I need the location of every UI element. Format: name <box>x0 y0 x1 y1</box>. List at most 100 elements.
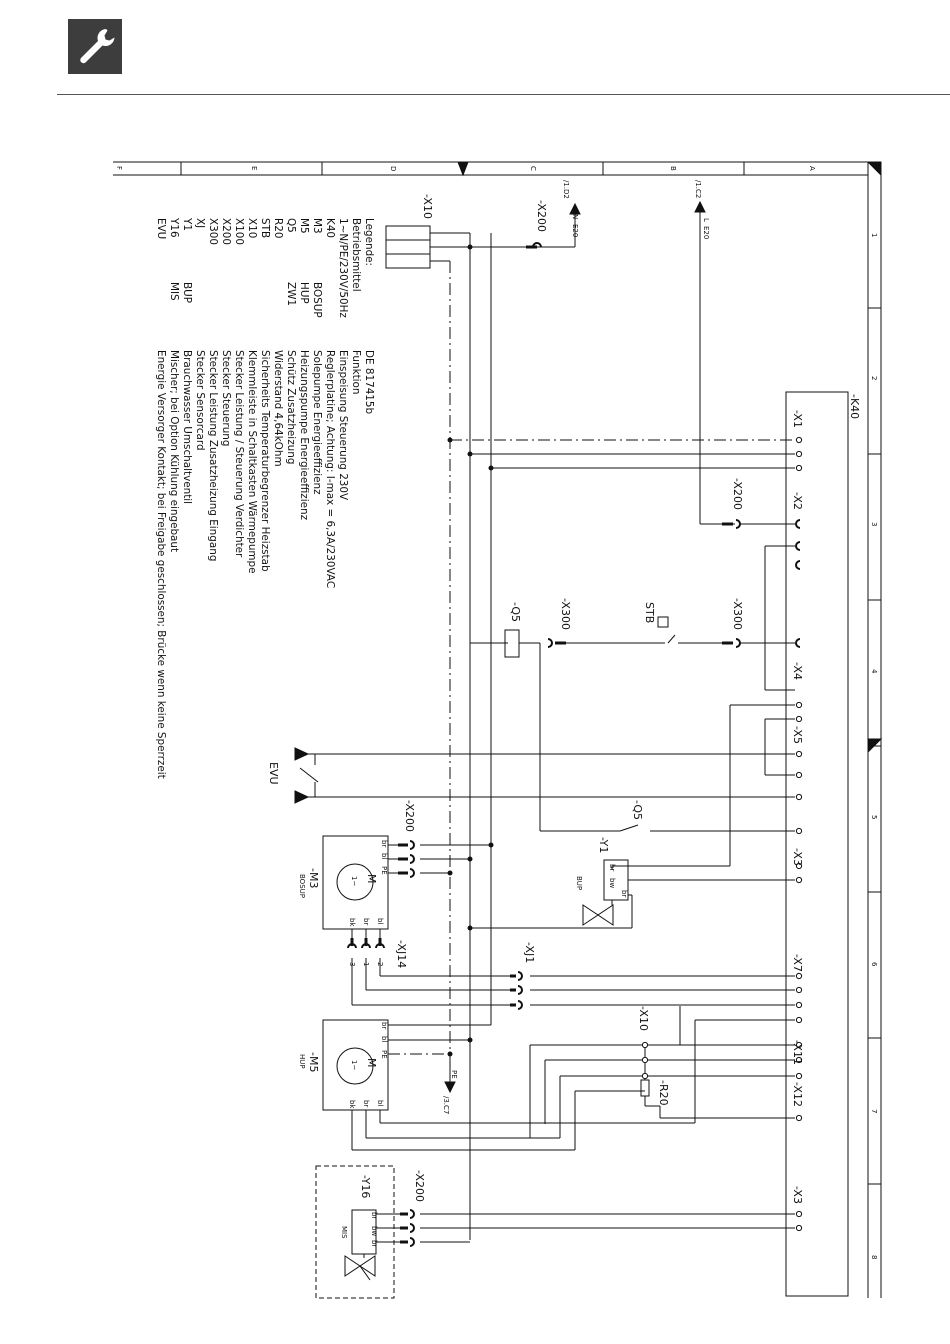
xj1-label: -XJ1 <box>523 942 536 963</box>
legend-code-12: Y1 <box>181 217 193 231</box>
m3-wire-bl2: bl <box>376 918 384 924</box>
x2-label: -X2 <box>791 492 804 510</box>
legend-code-9: X200 <box>220 218 232 245</box>
stb-label: STB <box>643 602 656 623</box>
pe-label: PE <box>450 1070 458 1079</box>
m3-phase: 1~ <box>350 876 358 886</box>
x12-label: -X12 <box>791 1082 804 1107</box>
y16-wire-bl: br <box>370 1240 378 1247</box>
m5-wire-bl: bl <box>380 1036 388 1042</box>
mis-label: MIS <box>340 1226 348 1239</box>
xj14-label: -XJ14 <box>395 940 408 968</box>
legend-heading-right: Funktion <box>350 350 362 395</box>
legend-heading-left: Betriebsmittel <box>350 218 362 292</box>
legend-code-2: M3 <box>311 218 323 234</box>
frame-row-4: 4 <box>870 669 878 674</box>
legend-desc-3: Heizungspumpe Energieeffizienz <box>298 350 310 520</box>
m5-wire-pe: PE <box>380 1050 388 1059</box>
bosup-label: BOSUP <box>298 874 306 898</box>
legend-code-0: 1~N/PE/230V/50Hz <box>337 218 349 318</box>
y16-wire-bw: bw <box>370 1226 378 1236</box>
n-label: N <box>571 214 579 219</box>
legend-code-1: K40 <box>324 218 336 238</box>
m5-label: -M5 <box>307 1052 320 1072</box>
legend-code-11: XJ <box>194 218 206 228</box>
drawing-frame <box>113 161 883 1298</box>
l-label: L <box>702 218 710 222</box>
legend-code-5: R20 <box>272 218 284 238</box>
m3-motor <box>322 835 389 930</box>
xj14-pin-1: 1 <box>362 962 370 966</box>
m5-wire-bl2: bl <box>376 1100 384 1106</box>
m5-motor <box>322 1019 389 1111</box>
frame-row-2: 2 <box>870 376 878 380</box>
legend-desc-13: Mischer; bei Option Kühlung eingebaut <box>168 350 180 552</box>
m5-wire-bk: bk <box>348 1100 356 1109</box>
m3-wire-pe: PE <box>380 866 388 875</box>
legend-code-7: X10 <box>246 218 258 238</box>
q5-contact-label: -Q5 <box>631 800 644 820</box>
legend-desc-12: Brauchwasser Umschaltventil <box>181 350 193 504</box>
frame-col-d: D <box>389 166 397 171</box>
xj14-pin-2: 2 <box>376 962 384 966</box>
legend-alias-2: BOSUP <box>311 282 323 318</box>
x7-label: -X7 <box>791 954 804 972</box>
legend-desc-6: Sicherheits Temperaturbegrenzer Heizstab <box>259 350 271 572</box>
x10-label: -X10 <box>421 194 434 219</box>
frame-col-b: B <box>669 166 677 171</box>
frame-row-7: 7 <box>870 1109 878 1113</box>
frame-col-e: E <box>250 166 258 170</box>
y1-wire-br: br <box>608 864 616 871</box>
x300-left-label: -X300 <box>559 598 572 630</box>
r20-label: -R20 <box>657 1080 670 1106</box>
y16-option-box <box>315 1165 395 1299</box>
legend-alias-13: MIS <box>168 282 180 301</box>
legend-desc-8: Stecker Leistung / Steuerung Verdichter <box>233 350 245 558</box>
legend-desc-2: Solepumpe Energieeffizienz <box>311 350 323 495</box>
x10-terminal-block <box>385 225 431 269</box>
frame-row-6: 6 <box>870 962 878 967</box>
m3-label: -M3 <box>307 868 320 888</box>
legend-desc-9: Stecker Steuerung <box>220 350 232 446</box>
m3-wire-bk: bk <box>348 918 356 927</box>
e20-n-label: E20 <box>571 224 579 237</box>
hup-label: HUP <box>298 1054 306 1069</box>
y16-wire-br: br <box>370 1212 378 1219</box>
legend-desc-1: Reglerplatine; Achtung: I-max = 6,3A/230… <box>324 350 336 588</box>
legend-model: DE 817415b <box>363 350 375 415</box>
m3-wire-bl: bl <box>380 853 388 859</box>
x3-top-label: -X3 <box>791 848 804 866</box>
y1-wire-bw: bw <box>608 878 616 888</box>
m5-motor-letter: M <box>365 1058 378 1068</box>
m3-motor-letter: M <box>365 874 378 884</box>
legend-code-4: Q5 <box>285 218 297 233</box>
legend-desc-14: Energie Versorger Kontakt; bei Freigabe … <box>155 350 167 779</box>
legend-title: Legende: <box>363 218 375 266</box>
k40-label: -K40 <box>848 394 861 419</box>
frame-col-a: A <box>808 166 816 171</box>
x200-y16-label: -X200 <box>413 1170 426 1202</box>
x10-r-label: -X10 <box>637 1006 650 1031</box>
wrench-icon <box>80 29 115 64</box>
legend-alias-12: BUP <box>181 282 193 303</box>
legend-alias-4: ZW1 <box>285 282 297 306</box>
frame-col-c: C <box>529 166 537 171</box>
x3-bottom-label: -X3 <box>791 1186 804 1204</box>
ref-1d2: /1.D2 <box>562 180 570 199</box>
k40-board <box>785 391 849 1297</box>
legend-code-10: X300 <box>207 218 219 245</box>
legend-code-6: STB <box>259 218 271 238</box>
legend-code-3: M5 <box>298 218 310 234</box>
xj14-pin-3: 3 <box>348 962 356 966</box>
header-rule <box>57 94 950 95</box>
tool-badge <box>68 19 122 74</box>
x200-top-label: -X200 <box>535 200 548 232</box>
frame-row-3: 3 <box>870 522 878 526</box>
legend-desc-7: Klemmleiste in Schaltkasten Wärmepumpe <box>246 350 258 574</box>
r20-resistor <box>640 1079 650 1097</box>
x11-label: -X11 <box>791 1040 804 1065</box>
e20-l-label: E20 <box>702 226 710 239</box>
x200-x2-label: -X200 <box>731 478 744 510</box>
